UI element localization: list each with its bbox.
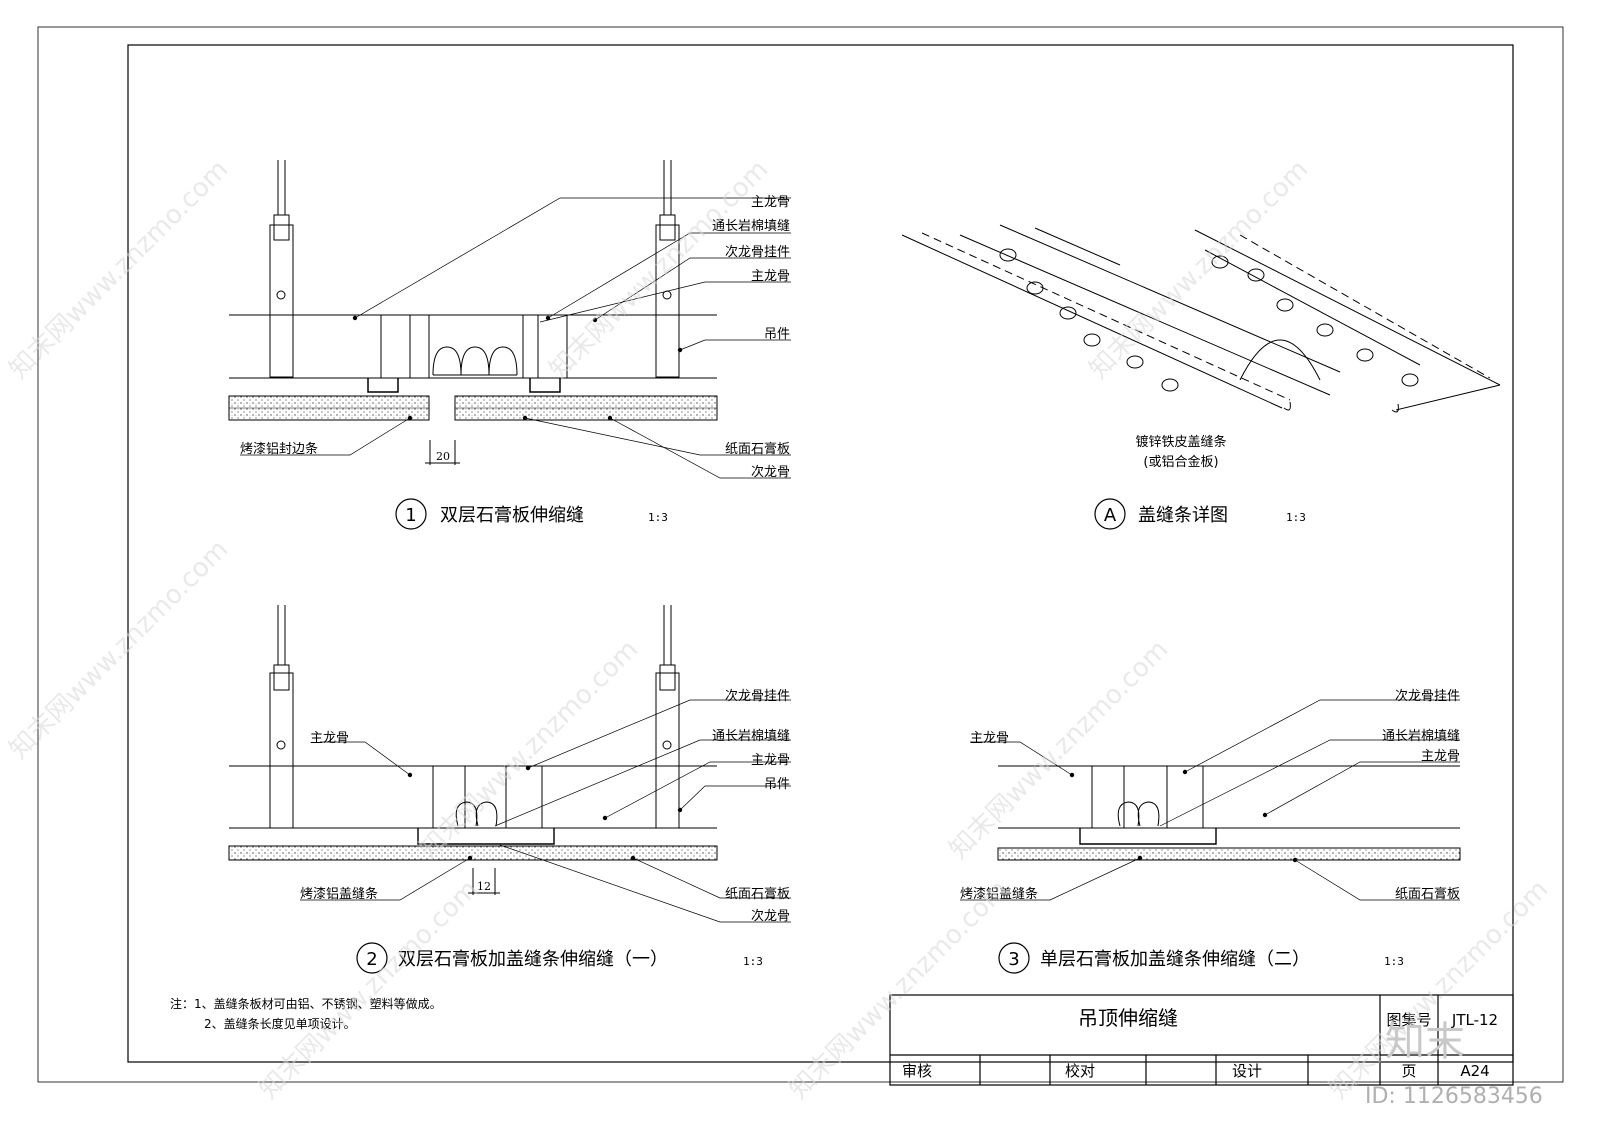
atlas-no-value: JTL-12 [1451, 1011, 1498, 1029]
da-number-circle [1094, 498, 1126, 530]
d2-dimension: 12 [477, 880, 491, 893]
d3-secondary-hanger-label: 次龙骨挂件 [1395, 688, 1460, 704]
detail-2 [228, 605, 791, 923]
d1-hanger-label: 吊件 [764, 327, 790, 342]
d2-scale: 1:3 [743, 955, 763, 968]
d3-number: 3 [1008, 949, 1019, 970]
d1-secondary-hanger-label: 次龙骨挂件 [725, 244, 790, 260]
d3-scale: 1:3 [1384, 955, 1404, 968]
inner-border [127, 44, 1514, 1063]
d3-title: 单层石膏板加盖缝条伸缩缝（二） [1040, 948, 1310, 970]
outer-border [37, 26, 1564, 1083]
d1-gypsum-label: 纸面石膏板 [725, 441, 790, 457]
d3-cover-strip-label: 烤漆铝盖缝条 [960, 886, 1038, 902]
d2-cover-strip-label: 烤漆铝盖缝条 [300, 886, 378, 902]
title-block [889, 994, 1514, 1086]
watermark-id: ID: 1126583456 [1365, 1084, 1543, 1109]
watermark-logo: 知末 [1385, 1019, 1465, 1065]
detail-3 [960, 699, 1461, 901]
d2-main-keel-label: 主龙骨 [751, 753, 790, 768]
design-label: 设计 [1232, 1062, 1262, 1080]
note-line-2: 2、盖缝条长度见单项设计。 [204, 1016, 356, 1031]
d1-secondary-keel-label: 次龙骨 [751, 464, 790, 480]
d1-edge-strip-label: 烤漆铝封边条 [240, 441, 318, 457]
d1-main-keel-label: 主龙骨 [751, 269, 790, 284]
d1-dimension: 20 [436, 450, 450, 463]
review-label: 审核 [902, 1062, 932, 1080]
d1-rockwool-label: 通长岩棉填缝 [712, 219, 790, 234]
d1-scale: 1:3 [648, 511, 668, 524]
d3-main-keel-left-label: 主龙骨 [970, 731, 1009, 746]
d1-main-keel-top-label: 主龙骨 [751, 195, 790, 210]
watermark-text-7: 知末网www.znzmo.com [254, 874, 485, 1105]
watermark-text-6: 知末网www.znzmo.com [944, 634, 1175, 865]
d2-rockwool-label: 通长岩棉填缝 [712, 729, 790, 744]
d2-hanger-label: 吊件 [764, 777, 790, 792]
detail-1 [228, 160, 791, 479]
da-caption-line2: (或铝合金板) [1143, 454, 1218, 470]
d3-number-circle [998, 942, 1030, 974]
d2-gypsum-label: 纸面石膏板 [725, 886, 790, 902]
d2-secondary-keel-label: 次龙骨 [751, 908, 790, 924]
d2-title: 双层石膏板加盖缝条伸缩缝（一） [398, 948, 668, 970]
d3-main-keel-label: 主龙骨 [1421, 749, 1460, 764]
watermark-text-5: 知末网www.znzmo.com [414, 634, 645, 865]
d1-title: 双层石膏板伸缩缝 [440, 504, 584, 526]
d3-rockwool-label: 通长岩棉填缝 [1382, 729, 1460, 744]
d2-number-circle [356, 942, 388, 974]
page-label: 页 [1401, 1062, 1416, 1080]
d1-number: 1 [405, 505, 416, 526]
da-number: A [1104, 505, 1117, 526]
drawing-name: 吊顶伸缩缝 [1078, 1006, 1178, 1030]
d2-main-keel-left-label: 主龙骨 [310, 731, 349, 746]
note-line-1: 注：1、盖缝条板材可由铝、不锈钢、塑料等做成。 [170, 996, 442, 1011]
d2-number: 2 [366, 949, 377, 970]
watermark-text-2: 知末网www.znzmo.com [544, 154, 775, 385]
atlas-no-label: 图集号 [1386, 1011, 1431, 1029]
page-value: A24 [1460, 1062, 1489, 1080]
check-label: 校对 [1065, 1062, 1095, 1080]
d1-number-circle [395, 498, 427, 530]
watermark-text-9: 知末网www.znzmo.com [1324, 874, 1555, 1105]
watermark-text-3: 知末网www.znzmo.com [1084, 154, 1315, 385]
da-scale: 1:3 [1286, 511, 1306, 524]
d3-gypsum-label: 纸面石膏板 [1395, 886, 1460, 902]
d2-secondary-hanger-label: 次龙骨挂件 [725, 688, 790, 704]
watermark-layer: 知末网www.znzmo.com 知末网www.znzmo.com 知末网www… [4, 154, 1555, 1109]
da-caption-line1: 镀锌铁皮盖缝条 [1135, 434, 1226, 450]
da-title: 盖缝条详图 [1138, 505, 1228, 526]
detail-a-cover-strip [901, 224, 1501, 413]
